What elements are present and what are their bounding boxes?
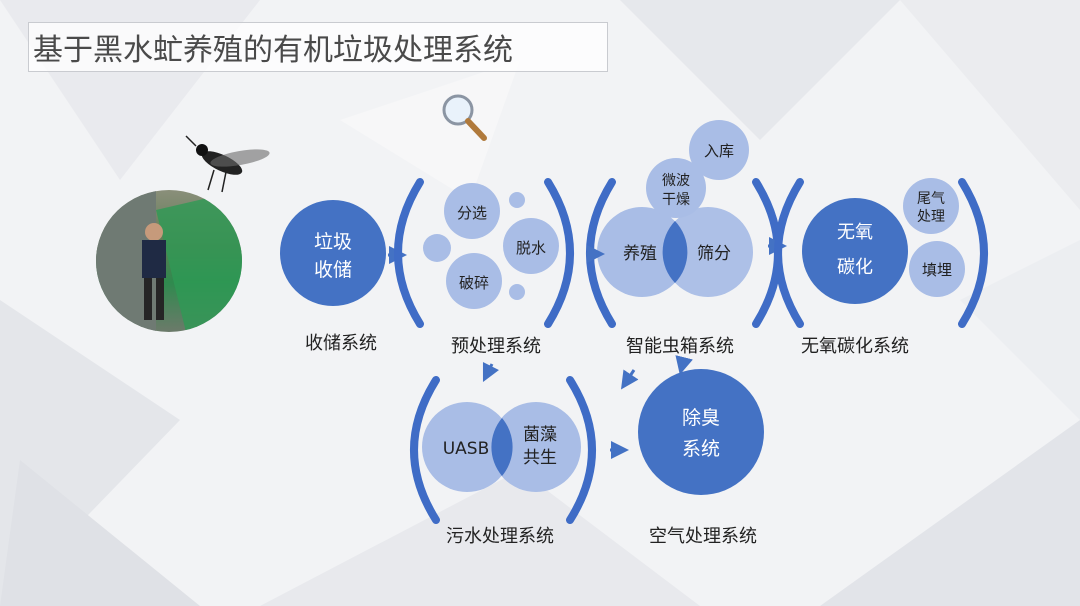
pre-bracket-left xyxy=(394,178,424,328)
storage-text-1: 垃圾 xyxy=(314,231,352,253)
pre-dot-2 xyxy=(509,192,525,208)
arrow-insect-air-1 xyxy=(621,369,639,390)
sewage-algae-circle xyxy=(491,402,581,492)
insect-dry-text-2: 干燥 xyxy=(662,192,690,208)
air-text-1: 除臭 xyxy=(682,407,720,429)
insect-circle-screen xyxy=(663,207,753,297)
pre-circle-sort xyxy=(444,183,500,239)
sewage-bracket-left xyxy=(410,376,440,524)
insect-warehouse-text: 入库 xyxy=(704,142,734,160)
storage-system-label: 收储系统 xyxy=(305,333,377,354)
insect-dry-text-1: 微波 xyxy=(662,173,690,189)
ana-bracket-left xyxy=(774,178,804,328)
ana-bracket-right xyxy=(958,178,988,328)
pre-circle-dewater xyxy=(503,218,559,274)
air-text-2: 系统 xyxy=(682,438,720,460)
sewage-uasb-text: UASB xyxy=(443,439,490,459)
insect-breed-text: 养殖 xyxy=(623,244,657,264)
black-soldier-fly-icon xyxy=(185,135,270,193)
pre-item-1: 脱水 xyxy=(516,239,546,257)
ana-main-text-1: 无氧 xyxy=(837,222,873,243)
insect-box-system-label: 智能虫箱系统 xyxy=(626,336,734,357)
sewage-overlap xyxy=(491,418,513,476)
insect-circle-warehouse xyxy=(689,120,749,180)
insect-screen-text: 筛分 xyxy=(697,244,731,264)
pre-circle-crush xyxy=(446,253,502,309)
magnifier-icon xyxy=(442,94,487,141)
ana-tailgas-text-2: 处理 xyxy=(917,209,945,225)
ana-landfill-circle xyxy=(909,241,965,297)
arrow-pre-sewage xyxy=(482,361,500,383)
arrow-insect-air-2 xyxy=(675,355,693,375)
air-system-label: 空气处理系统 xyxy=(649,526,757,547)
insect-circle-dry xyxy=(646,158,706,218)
page-title: 基于黑水虻养殖的有机垃圾处理系统 xyxy=(33,33,513,68)
pretreatment-system-label: 预处理系统 xyxy=(451,336,541,357)
ana-main-circle xyxy=(802,198,908,304)
title-box: 基于黑水虻养殖的有机垃圾处理系统 xyxy=(28,22,608,72)
sewage-uasb-circle xyxy=(422,402,512,492)
anaerobic-system-label: 无氧碳化系统 xyxy=(801,336,909,357)
pre-dot-1 xyxy=(423,234,451,262)
pre-item-2: 破碎 xyxy=(459,274,489,292)
pre-bracket-right xyxy=(544,178,574,328)
air-circle xyxy=(638,369,764,495)
ana-tailgas-circle xyxy=(903,178,959,234)
sewage-bracket-right xyxy=(566,376,596,524)
sewage-system-label: 污水处理系统 xyxy=(446,526,554,547)
storage-text-2: 收储 xyxy=(314,259,352,281)
sewage-algae-text-1: 菌藻 xyxy=(523,425,557,445)
sewage-algae-text-2: 共生 xyxy=(523,448,557,468)
pre-dot-3 xyxy=(509,284,525,300)
ana-main-text-2: 碳化 xyxy=(837,257,873,278)
ana-tailgas-text-1: 尾气 xyxy=(917,191,945,207)
insect-circle-breed xyxy=(597,207,687,297)
pre-item-0: 分选 xyxy=(457,204,487,222)
storage-circle xyxy=(280,200,386,306)
ana-landfill-text: 填埋 xyxy=(922,261,952,279)
insect-overlap xyxy=(662,221,688,283)
